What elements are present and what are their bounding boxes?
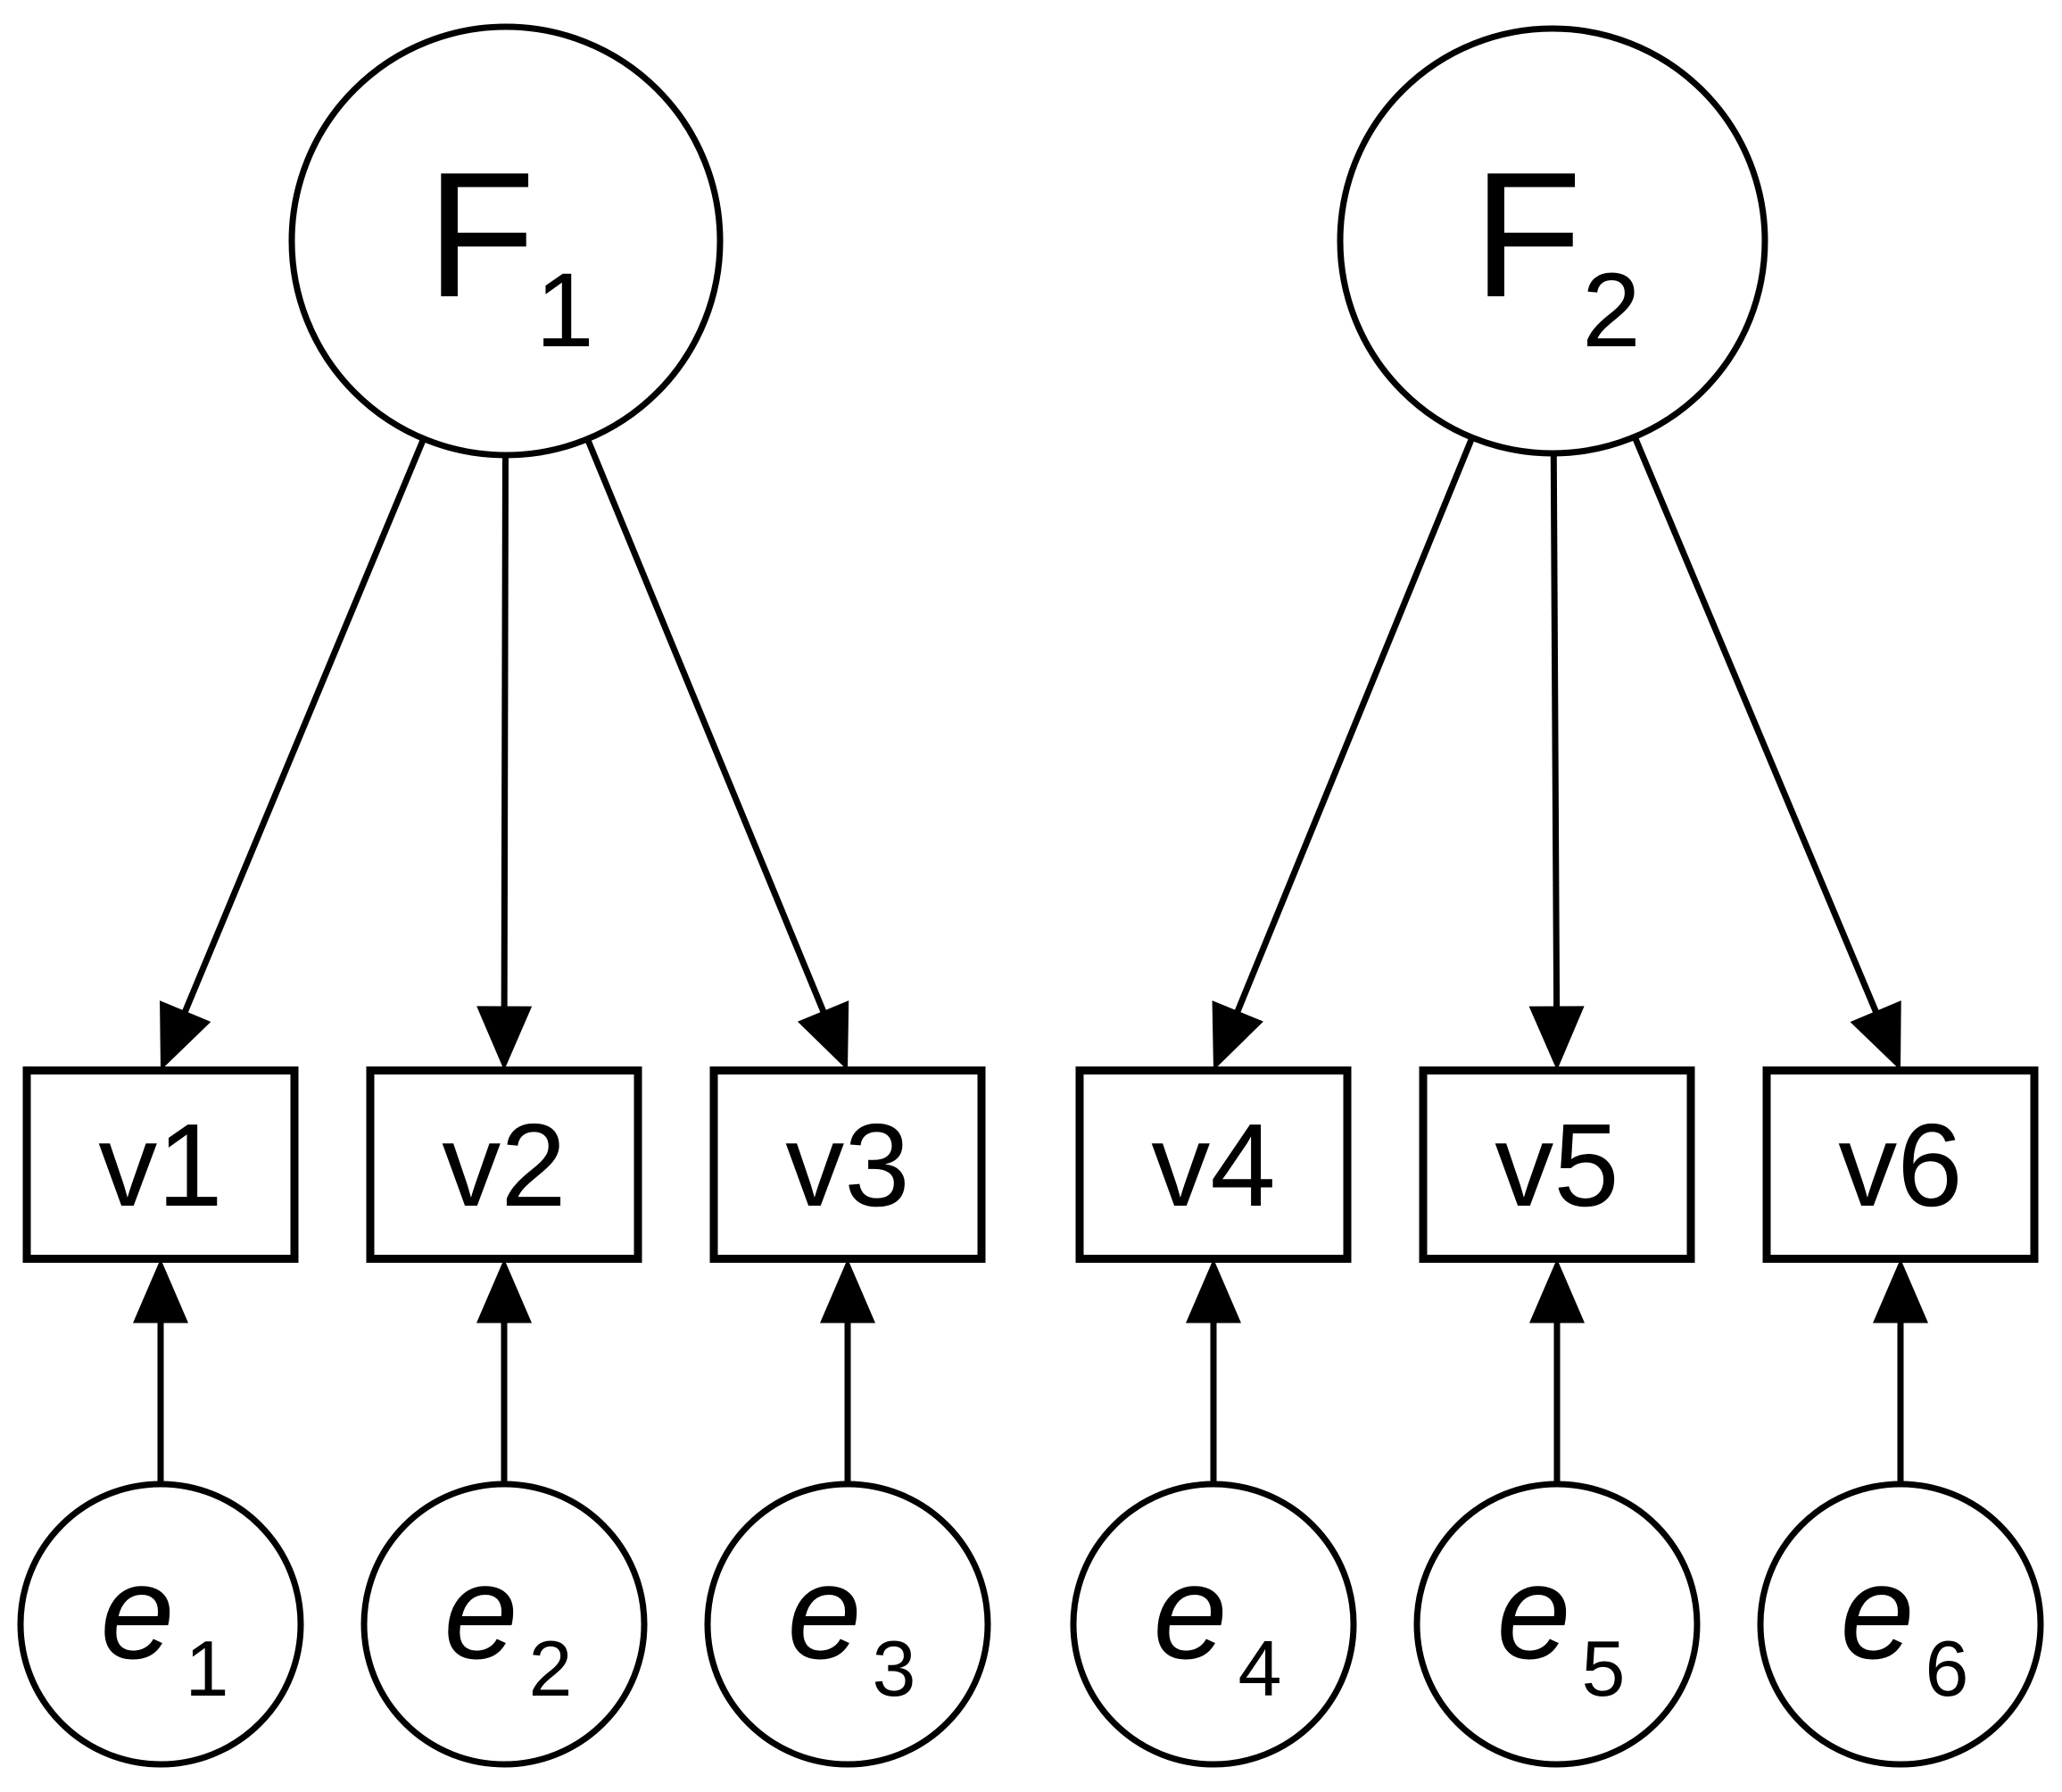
error-subscript-e3: 3 [873, 1624, 916, 1713]
error-arrow-e1-v1 [133, 1258, 188, 1484]
indicator-label-v5: v5 [1495, 1099, 1619, 1231]
indicator-box-v5[interactable] [1419, 1066, 1695, 1263]
error-arrow-e4-v4 [1186, 1258, 1241, 1484]
loading-arrow-f1-v1 [160, 437, 426, 1071]
error-label-e4: e [1153, 1537, 1227, 1687]
factor-label-f1: F [426, 136, 535, 335]
error-circle-e5[interactable] [1413, 1481, 1701, 1768]
error-circle-e1[interactable] [17, 1481, 304, 1768]
indicator-node-v4[interactable]: v4 [1075, 1066, 1352, 1263]
indicator-node-v1[interactable]: v1 [22, 1066, 299, 1263]
indicator-box-v1[interactable] [22, 1066, 299, 1263]
error-label-e2: e [443, 1537, 518, 1687]
error-circle-e4[interactable] [1070, 1481, 1357, 1768]
error-subscript-e6: 6 [1925, 1624, 1969, 1713]
indicator-label-v2: v2 [442, 1099, 566, 1231]
error-circle-e2[interactable] [360, 1481, 648, 1768]
indicator-label-v1: v1 [98, 1099, 222, 1231]
indicator-node-v2[interactable]: v2 [366, 1066, 642, 1263]
indicator-label-v6: v6 [1838, 1099, 1962, 1231]
error-subscript-e4: 4 [1238, 1624, 1282, 1713]
error-arrow-e2-v2 [476, 1258, 532, 1484]
error-label-e6: e [1840, 1537, 1914, 1687]
indicator-node-v3[interactable]: v3 [709, 1066, 986, 1263]
factor-label-f2: F [1473, 136, 1582, 335]
indicator-box-v4[interactable] [1075, 1066, 1352, 1263]
error-circle-e3[interactable] [704, 1481, 991, 1768]
error-subscript-e2: 2 [529, 1624, 573, 1713]
indicator-node-v6[interactable]: v6 [1762, 1066, 2039, 1263]
factor-circle-f2[interactable] [1337, 25, 1768, 457]
factor-circle-f1[interactable] [288, 23, 724, 459]
indicator-box-v3[interactable] [709, 1066, 986, 1263]
loading-arrow-f2-v5 [1528, 452, 1585, 1071]
indicator-box-v6[interactable] [1762, 1066, 2039, 1263]
loading-arrow-f1-v2 [476, 454, 533, 1071]
error-subscript-e1: 1 [186, 1624, 229, 1713]
error-circle-e6[interactable] [1757, 1481, 2044, 1768]
error-subscript-e5: 5 [1582, 1624, 1626, 1713]
edges-layer [133, 436, 1928, 1484]
error-label-e3: e [787, 1537, 861, 1687]
indicator-label-v3: v3 [785, 1099, 909, 1231]
error-arrow-e5-v5 [1529, 1258, 1585, 1484]
loading-arrow-f2-v4 [1212, 436, 1476, 1071]
indicator-node-v5[interactable]: v5 [1419, 1066, 1695, 1263]
error-label-e5: e [1496, 1537, 1570, 1687]
error-label-e1: e [100, 1537, 174, 1687]
error-arrow-e6-v6 [1873, 1258, 1928, 1484]
factor-subscript-f2: 2 [1582, 252, 1641, 369]
indicator-box-v2[interactable] [366, 1066, 642, 1263]
loading-arrow-f2-v6 [1631, 436, 1901, 1071]
loading-arrow-f1-v3 [584, 437, 849, 1071]
error-arrow-e3-v3 [820, 1258, 875, 1484]
indicator-label-v4: v4 [1151, 1099, 1275, 1231]
factor-subscript-f1: 1 [535, 252, 594, 369]
